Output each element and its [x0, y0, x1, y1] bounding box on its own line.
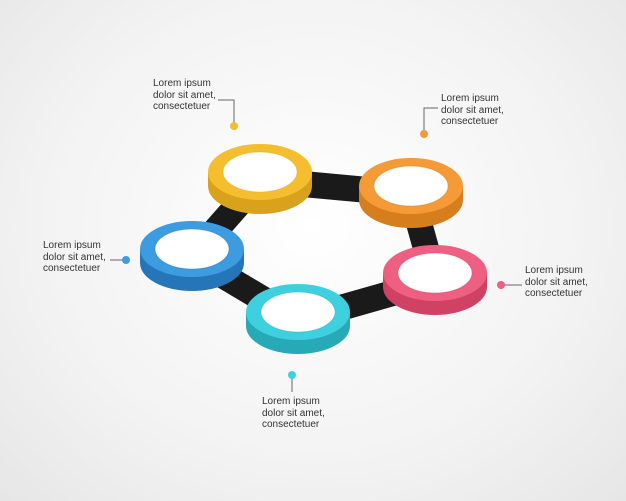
- label-blue-line-3: consectetuer: [43, 263, 101, 274]
- leader-line-orange: [423, 107, 438, 134]
- leader-line-yellow: [218, 99, 235, 126]
- node-orange-center: [373, 165, 449, 207]
- label-pink-line-3: consectetuer: [525, 288, 583, 299]
- node-yellow-center: [222, 151, 298, 193]
- nodes: [140, 144, 487, 354]
- leader-dot-yellow: [230, 122, 238, 130]
- label-blue-line-2: dolor sit amet,: [43, 251, 106, 263]
- node-pink-center: [397, 252, 473, 294]
- label-pink-line-1: Lorem ipsum: [525, 265, 583, 276]
- node-blue-center: [154, 228, 230, 270]
- label-yellow-line-2: dolor sit amet,: [153, 89, 216, 101]
- label-yellow-line-1: Lorem ipsum: [153, 78, 211, 89]
- node-cyan: [246, 284, 350, 354]
- node-pink: [383, 245, 487, 315]
- label-pink: Lorem ipsum dolor sit amet, consectetuer: [525, 265, 588, 300]
- leader-dot-blue: [122, 256, 130, 264]
- leader-dot-pink: [497, 281, 505, 289]
- node-yellow: [208, 144, 312, 214]
- leader-lines: [110, 99, 522, 392]
- label-orange-line-1: Lorem ipsum: [441, 93, 499, 104]
- label-orange: Lorem ipsum dolor sit amet, consectetuer: [441, 93, 504, 128]
- node-orange: [359, 158, 463, 228]
- node-cyan-center: [260, 291, 336, 333]
- label-cyan: Lorem ipsum dolor sit amet, consectetuer: [262, 396, 325, 431]
- leader-dot-cyan: [288, 371, 296, 379]
- label-blue-line-1: Lorem ipsum: [43, 240, 101, 251]
- label-cyan-line-2: dolor sit amet,: [262, 407, 325, 419]
- node-blue: [140, 221, 244, 291]
- label-cyan-line-3: consectetuer: [262, 419, 320, 430]
- leader-dot-orange: [420, 130, 428, 138]
- label-blue: Lorem ipsum dolor sit amet, consectetuer: [43, 240, 106, 275]
- label-pink-line-2: dolor sit amet,: [525, 276, 588, 288]
- label-yellow: Lorem ipsum dolor sit amet, consectetuer: [153, 78, 216, 113]
- label-cyan-line-1: Lorem ipsum: [262, 396, 320, 407]
- label-yellow-line-3: consectetuer: [153, 101, 211, 112]
- label-orange-line-2: dolor sit amet,: [441, 104, 504, 116]
- label-orange-line-3: consectetuer: [441, 116, 499, 127]
